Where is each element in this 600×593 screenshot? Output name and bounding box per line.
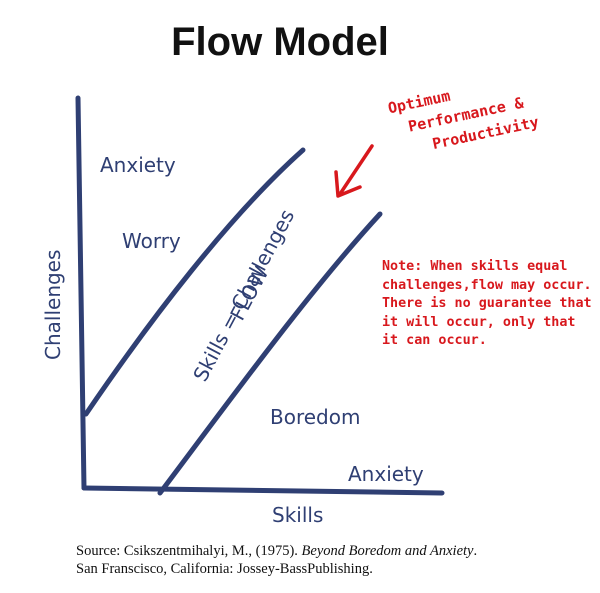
source-book-title: Beyond Boredom and Anxiety — [301, 543, 474, 559]
red-arrow — [334, 144, 374, 198]
skills-axis-label: Skills — [272, 503, 323, 527]
callout-text: Optimum Performance & Productivity — [386, 87, 540, 153]
anxiety-region-label: Anxiety — [100, 153, 176, 177]
source-line-2: San Franscisco, California: Jossey-BassP… — [76, 561, 373, 577]
source-line-1: Source: Csikszentmihalyi, M., (1975). Be… — [76, 542, 477, 560]
x-axis — [81, 485, 445, 496]
boredom-region-label: Boredom — [270, 405, 360, 429]
challenges-axis-label: Challenges — [41, 250, 65, 360]
source-citation: Source: Csikszentmihalyi, M., (1975). Be… — [76, 542, 477, 578]
note-text: Note: When skills equal challenges,flow … — [382, 259, 592, 348]
source-suffix: . — [473, 543, 478, 559]
y-axis — [75, 95, 87, 491]
worry-region-label: Worry — [122, 229, 181, 253]
lower-flow-boundary — [157, 211, 383, 496]
source-prefix: Source: Csikszentmihalyi, M., (1975). — [76, 543, 302, 559]
diagram-title: Flow Model — [171, 20, 389, 64]
anxiety-axis-label: Anxiety — [348, 462, 424, 486]
flow-formula-label: Skills = Challenges — [188, 205, 299, 385]
upper-flow-boundary — [83, 147, 306, 417]
